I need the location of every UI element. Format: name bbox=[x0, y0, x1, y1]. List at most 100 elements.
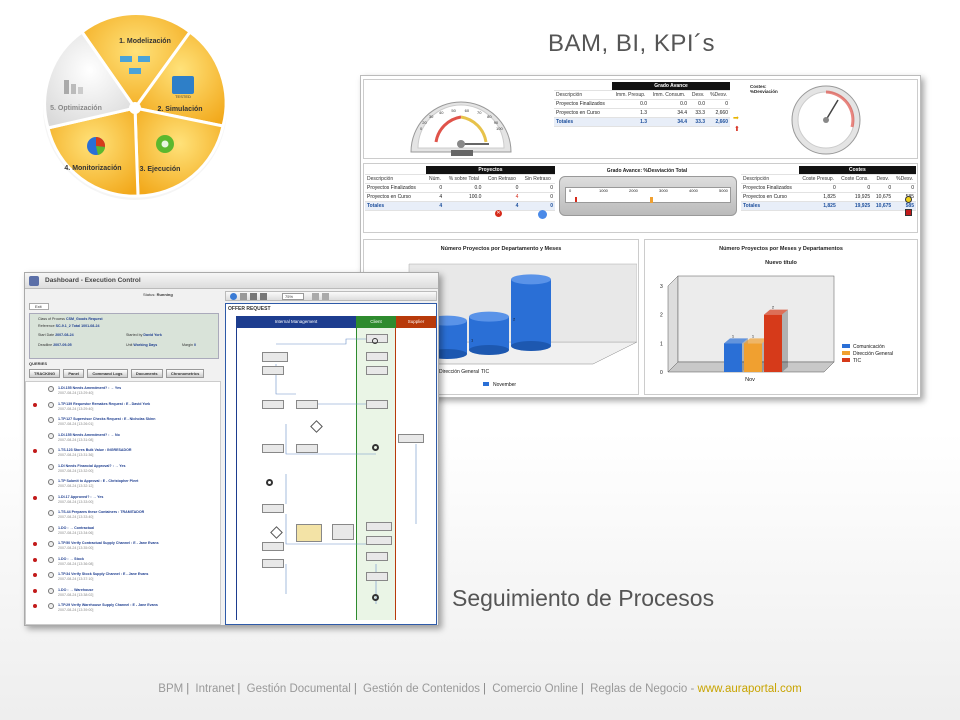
tab-panel[interactable]: Panel bbox=[63, 369, 85, 378]
print-icon[interactable] bbox=[240, 293, 247, 300]
list-item-title: 1.TP.34 Verify Stock Supply Channel : E … bbox=[58, 572, 149, 576]
flow-task[interactable] bbox=[262, 366, 284, 375]
flow-task[interactable] bbox=[296, 400, 318, 409]
chart2-legend-swatch bbox=[842, 344, 850, 348]
list-item[interactable]: 1.TP.29 Verify Warehouse Supply Channel … bbox=[30, 603, 218, 612]
flow-task[interactable] bbox=[262, 444, 284, 453]
flow-task[interactable] bbox=[332, 524, 354, 540]
cycle-label-5: 5. Optimización bbox=[50, 105, 102, 112]
desviacion-tick-label: 3000 bbox=[659, 188, 668, 193]
list-item[interactable]: 1.TS.44 Prepares these Containers : TRAM… bbox=[30, 510, 218, 519]
refresh-icon[interactable] bbox=[312, 293, 319, 300]
error-icon: ✕ bbox=[495, 210, 502, 217]
desviacion-tick-label: 4000 bbox=[689, 188, 698, 193]
chart1-legend-label: November bbox=[493, 382, 516, 388]
gauge-tick-label: 20 bbox=[422, 119, 427, 125]
list-item[interactable]: 1.TP.127 Supervisor Checks Request : E -… bbox=[30, 417, 218, 426]
desviacion-marker bbox=[650, 197, 653, 203]
alert-dot-icon bbox=[33, 588, 37, 593]
bars-icon bbox=[64, 80, 83, 94]
list-item[interactable]: 1.TP.34 Verify Stock Supply Channel : E … bbox=[30, 572, 218, 581]
globe-icon[interactable] bbox=[230, 293, 237, 300]
flow-task[interactable] bbox=[366, 572, 388, 581]
exec-title: Dashboard - Execution Control bbox=[45, 277, 141, 284]
settings-icon[interactable] bbox=[322, 293, 329, 300]
status-yellow-icon bbox=[905, 196, 912, 203]
footer-site-link[interactable]: www.auraportal.com bbox=[697, 683, 802, 695]
desviacion-tick-label: 5000 bbox=[719, 188, 728, 193]
desviacion-scale bbox=[565, 187, 731, 203]
exit-button[interactable]: Exit bbox=[29, 303, 49, 310]
gear-icon bbox=[156, 135, 174, 153]
chart2-legend-label: Dirección General bbox=[853, 351, 893, 357]
chart1-category-label: TIC bbox=[481, 369, 489, 375]
status-red-icon bbox=[905, 209, 912, 216]
zoom-select[interactable]: 75% bbox=[282, 293, 304, 300]
task-icon bbox=[48, 556, 54, 563]
flow-task[interactable] bbox=[366, 522, 392, 531]
footer-link[interactable]: Reglas de Negocio bbox=[590, 683, 688, 695]
cycle-segment-modelizacion bbox=[79, 12, 193, 111]
list-item-title: 1.DO : → Contractual bbox=[58, 525, 95, 530]
flow-task[interactable] bbox=[262, 559, 284, 568]
footer-link[interactable]: Gestión Documental bbox=[246, 683, 351, 695]
desviacion-tick-label: 0 bbox=[569, 188, 572, 193]
flow-task[interactable] bbox=[262, 504, 284, 513]
list-item-title: 1.TP.50 Verify Contractual Supply Channe… bbox=[58, 541, 159, 545]
zoom-out-icon[interactable] bbox=[260, 293, 267, 300]
list-item[interactable]: 1.TP.50 Verify Contractual Supply Channe… bbox=[30, 541, 218, 550]
task-icon bbox=[48, 572, 54, 578]
task-icon bbox=[48, 448, 54, 454]
costes-table: Costes Descripción Coste Presup. Coste C… bbox=[741, 166, 916, 211]
flow-task[interactable] bbox=[366, 536, 392, 545]
chart2-title: Número Proyectos por Meses y Departament… bbox=[719, 246, 843, 252]
list-item-subtitle: 2007-08-24 [13:29:40] bbox=[58, 406, 94, 411]
cycle-label-1: 1. Modelización bbox=[119, 38, 171, 45]
footer-link[interactable]: Intranet bbox=[195, 683, 235, 695]
flow-task[interactable] bbox=[366, 366, 388, 375]
flow-task[interactable] bbox=[296, 444, 318, 453]
flow-toolbar: 75% bbox=[225, 291, 437, 301]
flow-task[interactable] bbox=[262, 400, 284, 409]
flow-task[interactable] bbox=[366, 552, 388, 561]
flow-task[interactable] bbox=[262, 352, 288, 362]
gauge-costes bbox=[791, 85, 861, 155]
footer-link[interactable]: Gestión de Contenidos bbox=[363, 683, 481, 695]
footer-link[interactable]: Comercio Online bbox=[492, 683, 578, 695]
tab-chronometrics[interactable]: Chronometrics bbox=[165, 369, 205, 378]
footer-link[interactable]: BPM bbox=[158, 683, 184, 695]
proyectos-table: Proyectos Descripción Núm. % sobre Total… bbox=[365, 166, 555, 211]
alert-dot-icon bbox=[33, 449, 37, 453]
tab-tracking[interactable]: TRACKING bbox=[29, 369, 61, 378]
chart1-data-label: 1 bbox=[471, 337, 474, 342]
queries-label: QUERIES bbox=[29, 361, 48, 366]
desviacion-tick-label: 1000 bbox=[599, 188, 608, 193]
tab-documents[interactable]: Documents bbox=[130, 369, 163, 378]
chart1-category-label: Dirección General bbox=[439, 369, 479, 375]
flow-task[interactable] bbox=[366, 400, 388, 409]
list-item[interactable]: 1.TP Submit to Approval : E - Christophe… bbox=[30, 479, 218, 488]
list-item[interactable]: 1.TP.139 Requestor Remakes Request : E -… bbox=[30, 401, 218, 411]
flow-task-active[interactable] bbox=[296, 524, 322, 542]
list-item-subtitle: 2007-08-24 [13:32:12] bbox=[58, 484, 94, 488]
flow-task[interactable] bbox=[366, 352, 388, 361]
zoom-in-icon[interactable] bbox=[250, 293, 257, 300]
chart2-subtitle: Nuevo título bbox=[765, 260, 797, 266]
list-item-title: 1.DI.155 Needs Amendment? : → No bbox=[58, 432, 120, 437]
flow-task[interactable] bbox=[262, 542, 284, 551]
flow-task[interactable] bbox=[398, 434, 424, 443]
tab-command-logs[interactable]: Command Logs bbox=[87, 369, 128, 378]
pie-chart-icon bbox=[87, 136, 106, 155]
